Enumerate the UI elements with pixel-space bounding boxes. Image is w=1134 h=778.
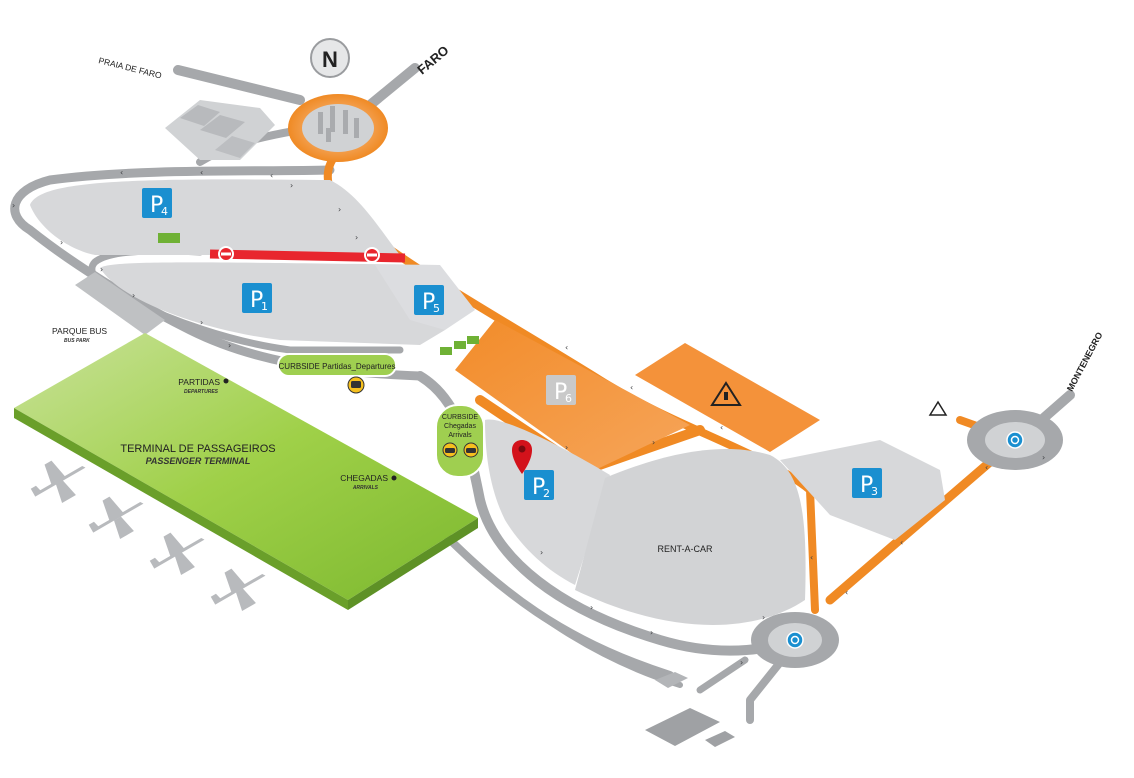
roundabout-north (288, 94, 388, 162)
lot-p4 (30, 179, 400, 255)
curbside-arrivals-line3: Arrivals (448, 432, 472, 439)
airplane-icon (88, 496, 144, 540)
arrivals-label: CHEGADAS (340, 473, 388, 483)
svg-text:5: 5 (433, 302, 440, 315)
airplane-icon (149, 532, 205, 576)
bus-park-structure (75, 272, 165, 335)
svg-text:›: › (565, 443, 568, 452)
lot-rent-a-car (575, 448, 806, 625)
curbside-arrivals-line2: Chegadas (444, 423, 476, 430)
road-label-praia-de-faro: PRAIA DE FARO (98, 55, 164, 80)
svg-text:P: P (860, 473, 873, 498)
svg-text:N: N (322, 47, 338, 72)
svg-text:›: › (740, 658, 743, 667)
aircraft-apron (30, 460, 266, 612)
passenger-terminal: TERMINAL DE PASSAGEIROS PASSENGER TERMIN… (14, 333, 478, 610)
svg-text:›: › (290, 181, 293, 190)
roundabout-east[interactable] (967, 410, 1063, 470)
curbside-arrivals-line1: CURBSIDE (442, 414, 479, 421)
curbside-arrivals: CURBSIDE Chegadas Arrivals (435, 404, 485, 478)
bus-park-label: PARQUE BUS (52, 326, 107, 336)
svg-text:›: › (762, 613, 765, 622)
road-label-montenegro: MONTENEGRO (1065, 330, 1105, 393)
svg-text:P: P (150, 193, 163, 218)
curbside-departures-label: CURBSIDE Partidas_Departures (279, 362, 396, 371)
svg-text:›: › (60, 238, 63, 247)
svg-text:›: › (100, 265, 103, 274)
airplane-icon (30, 460, 86, 504)
airplane-icon (210, 568, 266, 612)
roadworks-icon (928, 400, 948, 416)
svg-text:‹: ‹ (985, 463, 988, 472)
svg-text:‹: ‹ (630, 383, 633, 392)
no-entry-road (209, 246, 406, 263)
parking-sign-p4[interactable]: P 4 (142, 188, 172, 218)
bus-park-sublabel: BUS PARK (64, 338, 90, 344)
no-entry-icon (364, 247, 380, 263)
svg-text:P: P (554, 380, 567, 405)
no-entry-icon (218, 246, 234, 262)
parking-sign-p1[interactable]: P 1 (242, 283, 272, 313)
svg-text:‹: ‹ (810, 553, 813, 562)
svg-text:›: › (540, 548, 543, 557)
svg-text:›: › (12, 201, 15, 210)
lot-p1 (100, 262, 445, 345)
taxi-icon (442, 442, 458, 458)
pay-stations (158, 233, 479, 355)
svg-text:1: 1 (261, 300, 268, 313)
svg-text:2: 2 (543, 487, 550, 500)
svg-text:‹: ‹ (720, 423, 723, 432)
buildings-north (165, 100, 275, 160)
svg-text:›: › (338, 205, 341, 214)
departures-sublabel: DEPARTURES (184, 389, 219, 395)
departures-label: PARTIDAS (178, 377, 220, 387)
parking-sign-p2[interactable]: P 2 (524, 470, 554, 500)
arrivals-sublabel: ARRIVALS (352, 485, 379, 491)
building-south (645, 672, 735, 747)
parking-sign-p3[interactable]: P 3 (852, 468, 882, 498)
svg-text:P: P (422, 290, 435, 315)
svg-text:›: › (590, 603, 593, 612)
rent-a-car-label: RENT-A-CAR (657, 544, 713, 554)
svg-text:P: P (532, 475, 545, 500)
svg-text:‹: ‹ (270, 171, 273, 180)
roundabout-icon (1006, 431, 1024, 449)
svg-text:‹: ‹ (200, 168, 203, 177)
svg-text:3: 3 (871, 485, 878, 498)
svg-text:›: › (652, 438, 655, 447)
north-compass-icon: N (310, 38, 350, 78)
direction-arrows: ‹ ‹ ‹ › › › › › › › › › ‹ ‹ ‹ › › › › › › ‹ ‹ ‹ › ‹ › (12, 168, 1045, 667)
taxi-icon (463, 442, 479, 458)
bus-icon (347, 376, 365, 394)
svg-text:›: › (1042, 453, 1045, 462)
roadworks-icon (710, 381, 742, 406)
location-pin-icon[interactable] (512, 440, 532, 474)
svg-text:‹: ‹ (120, 168, 123, 177)
terminal-title: TERMINAL DE PASSAGEIROS (120, 443, 275, 455)
svg-text:P: P (250, 288, 263, 313)
parking-lots (30, 179, 945, 625)
roundabout-south[interactable] (751, 612, 839, 668)
svg-text:‹: ‹ (900, 538, 903, 547)
parking-sign-p5[interactable]: P 5 (414, 285, 444, 315)
terminal-subtitle: PASSENGER TERMINAL (146, 456, 251, 466)
parking-sign-p6[interactable]: P 6 (546, 375, 576, 405)
svg-text:6: 6 (565, 392, 572, 405)
roundabout-icon (786, 631, 804, 649)
svg-text:‹: ‹ (565, 343, 568, 352)
curbside-departures: CURBSIDE Partidas_Departures (277, 353, 397, 394)
svg-text:›: › (132, 291, 135, 300)
svg-text:4: 4 (161, 205, 168, 218)
road-label-faro: FARO (414, 43, 451, 78)
svg-text:›: › (200, 318, 203, 327)
svg-text:›: › (228, 341, 231, 350)
svg-text:›: › (650, 628, 653, 637)
svg-text:‹: ‹ (845, 588, 848, 597)
svg-text:›: › (355, 233, 358, 242)
